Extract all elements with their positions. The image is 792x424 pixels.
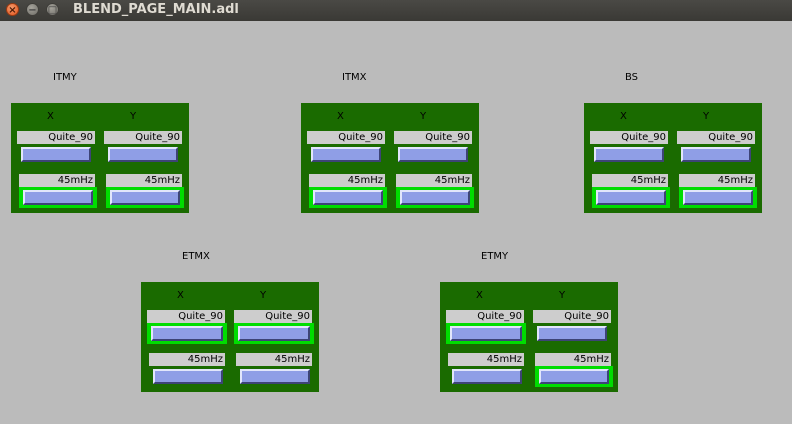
col-header-x: X [620,111,627,122]
y-freq-menu-button[interactable] [400,190,470,205]
x-freq-menu-button[interactable] [313,190,383,205]
panel-etmy: X Y Quite_90 Quite_90 45mHz 45mHz [440,282,618,392]
x-freq-readout: 45mHz [448,353,524,366]
y-freq-readout: 45mHz [679,174,755,187]
x-freq-menu-button[interactable] [153,369,223,384]
x-freq-readout: 45mHz [592,174,668,187]
y-filter-menu-button[interactable] [537,326,607,341]
y-filter-readout: Quite_90 [234,310,312,323]
x-freq-menu-button[interactable] [23,190,93,205]
x-filter-menu-button[interactable] [594,147,664,162]
y-filter-menu-button[interactable] [238,326,310,341]
y-filter-readout: Quite_90 [394,131,472,144]
col-header-x: X [337,111,344,122]
col-header-y: Y [703,111,710,122]
col-header-y: Y [260,290,267,301]
x-filter-menu-button[interactable] [311,147,381,162]
col-header-y: Y [130,111,137,122]
panel-itmx: X Y Quite_90 Quite_90 45mHz 45mHz [301,103,479,213]
y-freq-readout: 45mHz [236,353,312,366]
x-filter-readout: Quite_90 [307,131,385,144]
y-freq-menu-button[interactable] [539,369,609,384]
minimize-window-icon[interactable]: − [26,3,39,16]
col-header-x: X [476,290,483,301]
x-filter-readout: Quite_90 [446,310,524,323]
group-label-itmy: ITMY [53,72,77,83]
y-freq-menu-button[interactable] [683,190,753,205]
x-filter-menu-button[interactable] [151,326,223,341]
y-freq-menu-button[interactable] [240,369,310,384]
maximize-window-icon[interactable]: □ [46,3,59,16]
group-label-etmx: ETMX [182,251,210,262]
panel-bs: X Y Quite_90 Quite_90 45mHz 45mHz [584,103,762,213]
x-freq-menu-button[interactable] [596,190,666,205]
col-header-y: Y [420,111,427,122]
x-freq-readout: 45mHz [149,353,225,366]
x-freq-readout: 45mHz [19,174,95,187]
group-label-bs: BS [625,72,639,83]
x-filter-menu-button[interactable] [450,326,522,341]
window-title: BLEND_PAGE_MAIN.adl [73,2,239,17]
y-filter-menu-button[interactable] [398,147,468,162]
panel-etmx: X Y Quite_90 Quite_90 45mHz 45mHz [141,282,319,392]
x-freq-readout: 45mHz [309,174,385,187]
col-header-x: X [177,290,184,301]
blend-canvas: ITMY X Y Quite_90 Quite_90 45mHz 45mHz I… [1,21,791,423]
x-filter-readout: Quite_90 [17,131,95,144]
y-freq-readout: 45mHz [396,174,472,187]
panel-itmy: X Y Quite_90 Quite_90 45mHz 45mHz [11,103,189,213]
y-filter-menu-button[interactable] [681,147,751,162]
y-filter-readout: Quite_90 [677,131,755,144]
x-filter-readout: Quite_90 [590,131,668,144]
close-window-icon[interactable]: × [6,3,19,16]
y-filter-readout: Quite_90 [104,131,182,144]
y-freq-readout: 45mHz [106,174,182,187]
y-filter-menu-button[interactable] [108,147,178,162]
col-header-y: Y [559,290,566,301]
col-header-x: X [47,111,54,122]
y-freq-menu-button[interactable] [110,190,180,205]
group-label-itmx: ITMX [342,72,367,83]
title-bar: × − □ BLEND_PAGE_MAIN.adl [0,0,792,21]
x-filter-readout: Quite_90 [147,310,225,323]
x-freq-menu-button[interactable] [452,369,522,384]
y-filter-readout: Quite_90 [533,310,611,323]
group-label-etmy: ETMY [481,251,509,262]
x-filter-menu-button[interactable] [21,147,91,162]
y-freq-readout: 45mHz [535,353,611,366]
